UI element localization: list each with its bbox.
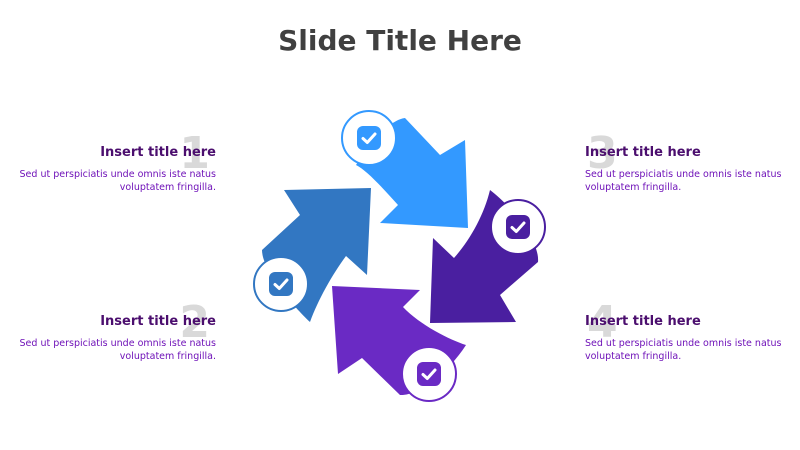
step-4-block: 4 Insert title here Sed ut perspiciatis … [585, 289, 785, 379]
step-number: 2 [179, 297, 210, 348]
slide-title: Slide Title Here [278, 24, 522, 57]
step-description: Sed ut perspiciatis unde omnis iste natu… [585, 169, 782, 193]
step-description: Sed ut perspiciatis unde omnis iste natu… [19, 338, 216, 362]
arrow-top [341, 110, 468, 228]
cycle-diagram [253, 110, 546, 402]
check-icon [267, 270, 295, 298]
step-title: Insert title here [585, 314, 701, 329]
step-number: 3 [587, 128, 618, 179]
step-1-block: 1 Insert title here Sed ut perspiciatis … [16, 120, 216, 210]
step-description: Sed ut perspiciatis unde omnis iste natu… [19, 169, 216, 193]
step-title: Insert title here [100, 314, 216, 329]
step-title: Insert title here [585, 145, 701, 160]
step-3-block: 3 Insert title here Sed ut perspiciatis … [585, 120, 785, 210]
arrow-left [253, 188, 371, 322]
arrow-right [430, 190, 546, 323]
check-icon [355, 124, 383, 152]
check-icon [504, 213, 532, 241]
step-title: Insert title here [100, 145, 216, 160]
step-2-block: 2 Insert title here Sed ut perspiciatis … [16, 289, 216, 379]
step-number: 4 [587, 297, 618, 348]
step-description: Sed ut perspiciatis unde omnis iste natu… [585, 338, 782, 362]
arrow-bottom [332, 286, 466, 402]
step-number: 1 [179, 128, 210, 179]
check-icon [415, 360, 443, 388]
